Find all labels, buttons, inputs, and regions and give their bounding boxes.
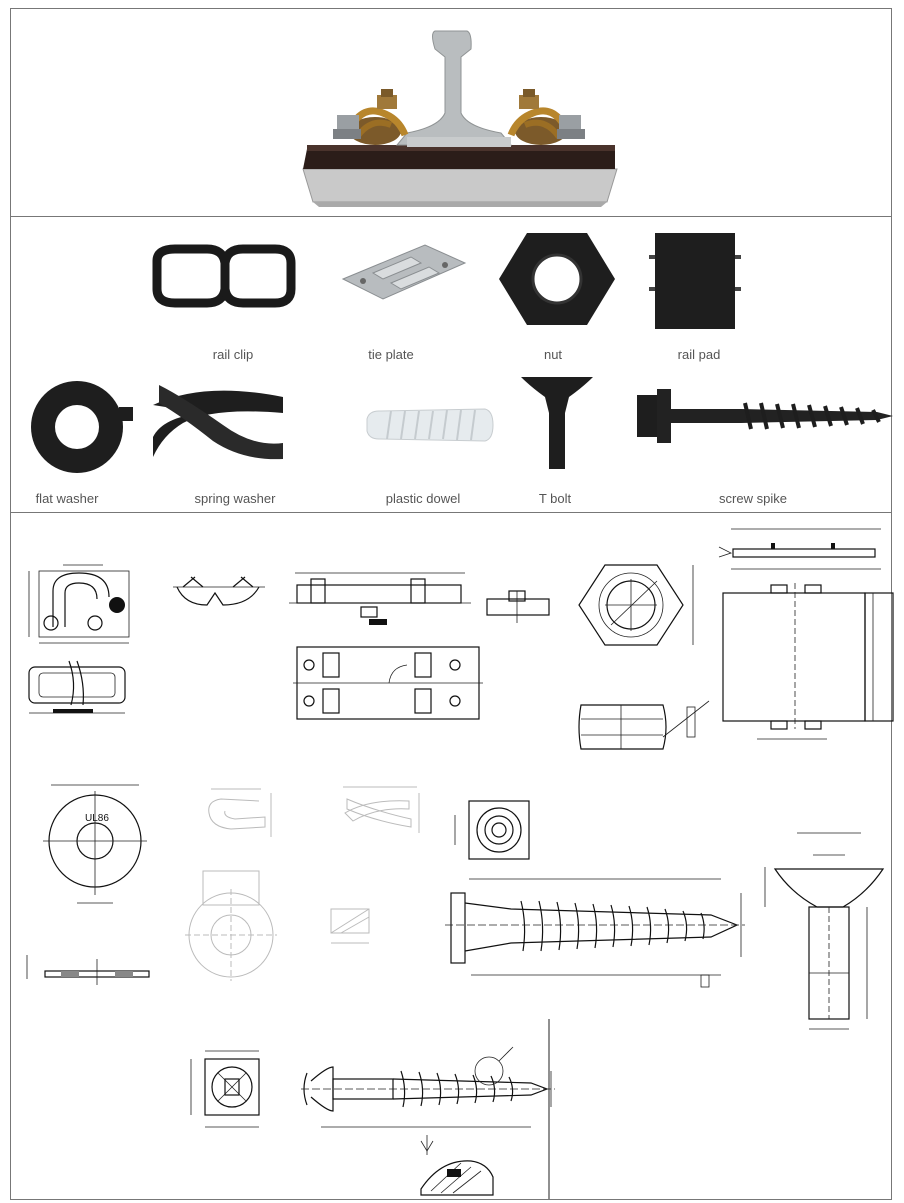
plastic-dowel-photo: [366, 408, 494, 442]
rail-pad-label: rail pad: [677, 347, 721, 362]
rail-pad-drawing-section: [718, 528, 881, 570]
assembly-panel: [11, 9, 891, 217]
screw-spike-drawing-head: [454, 800, 530, 860]
tie-plate-photo: [341, 244, 467, 300]
plastic-dowel-label: plastic dowel: [385, 491, 461, 506]
screw-spike-2-drawing-head: [190, 1050, 260, 1128]
drawing-divider: [548, 1019, 550, 1199]
t-bolt-drawing: [764, 832, 885, 1030]
spring-washer-drawing-front: [208, 788, 272, 837]
thread-detail-drawing: [420, 1135, 494, 1196]
flat-washer-drawing-plan: UL86: [43, 784, 147, 904]
components-panel: rail clip tie plate nut rail pad: [11, 217, 893, 513]
flat-washer-label: flat washer: [35, 491, 99, 506]
drawings-panel: UL86: [11, 513, 894, 1199]
tie-plate-drawing-section: [289, 572, 471, 625]
rail-clip-photo: [152, 244, 296, 308]
screw-spike-2-drawing-elevation: [301, 1046, 555, 1128]
rail-pad-photo: [649, 233, 741, 329]
t-bolt-photo: [521, 377, 593, 469]
rail-pad-drawing-detail: [486, 590, 550, 623]
t-bolt-label: T bolt: [538, 491, 572, 506]
nut-photo: [499, 233, 615, 325]
nut-drawing-plan: [578, 564, 694, 646]
rail-clip-drawing-plan: [28, 564, 130, 644]
tie-plate-drawing-plan: [293, 646, 483, 720]
spring-washer-photo: [153, 385, 283, 460]
nut-drawing-side: [578, 700, 710, 750]
plastic-dowel-drawing: [330, 908, 370, 944]
nut-label: nut: [543, 347, 563, 362]
screw-spike-label: screw spike: [719, 491, 787, 506]
rail-fastening-assembly-photo: [302, 30, 618, 207]
washer-marking-text: UL86: [85, 813, 109, 824]
screw-spike-drawing-elevation: [445, 878, 745, 988]
spring-washer-drawing-side: [343, 786, 420, 833]
flat-washer-drawing-side: [26, 955, 150, 985]
rail-clip-label: rail clip: [212, 347, 254, 362]
tie-plate-label: tie plate: [368, 347, 414, 362]
spring-washer-drawing-plan: [185, 870, 277, 981]
rail-clip-drawing-elevation: [173, 576, 265, 606]
catalog-sheet: rail clip tie plate nut rail pad: [10, 8, 894, 1200]
rail-pad-drawing-plan: [722, 583, 894, 740]
rail-clip-drawing-side: [28, 660, 126, 714]
spring-washer-label: spring washer: [194, 491, 276, 506]
flat-washer-photo: [31, 381, 133, 473]
screw-spike-photo: [637, 389, 893, 443]
